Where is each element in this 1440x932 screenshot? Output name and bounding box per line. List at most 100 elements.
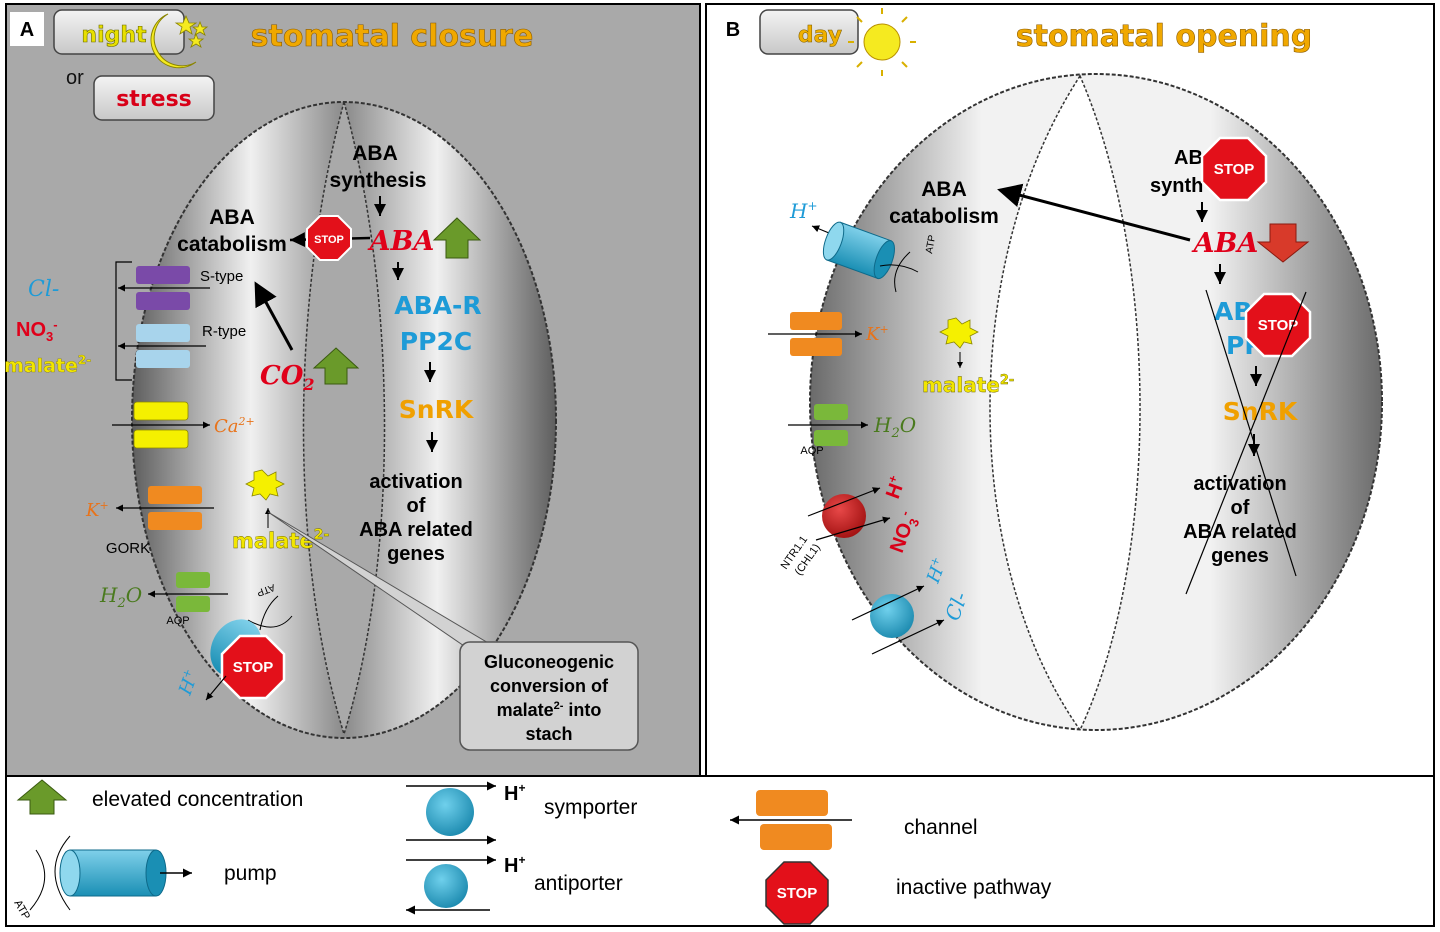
activation-line4-a: genes: [387, 543, 445, 565]
h-label-a: H+: [174, 667, 204, 699]
aba-catabolism-b-line1: ABA: [921, 178, 967, 201]
legend-frame: [5, 775, 1435, 927]
r-type-label: R-type: [202, 323, 246, 340]
h-label-cl: H+: [922, 555, 952, 587]
r-type-channel-bottom: [136, 350, 190, 368]
moon-icon: [150, 13, 197, 69]
callout-line2: conversion of: [490, 676, 609, 696]
malate-label-left: malate2-: [4, 353, 91, 377]
svg-text:STOP: STOP: [777, 885, 818, 902]
stomatal-pore-open: [989, 74, 1141, 732]
legend-up-arrow-icon: [16, 779, 68, 815]
callout-line1: Gluconeogenic: [484, 652, 614, 672]
legend-stop-sign: STOP: [765, 861, 829, 925]
gork-label: GORK: [106, 540, 150, 557]
h2o-label-b: H2O: [873, 413, 916, 441]
activation-line1-b: activation: [1193, 473, 1286, 495]
stop-sign-catabolism: STOP: [306, 215, 352, 261]
activation-line3-a: ABA related: [359, 519, 473, 541]
co2-activation-arrow: [254, 281, 294, 351]
co2-up-arrow-icon: [312, 347, 360, 385]
cl-h-influx-arrow: [851, 585, 925, 621]
h-efflux-arrow-a: [205, 675, 227, 701]
activation-line4-b: genes: [1211, 545, 1269, 567]
callout-line3: malate2- into: [497, 700, 602, 720]
aqp-a-bottom: [176, 596, 210, 612]
legend-antiporter-icon: [406, 855, 496, 915]
aba-synthesis-b-line2: synth: [1150, 175, 1203, 197]
legend-channel-icon: [730, 790, 852, 850]
svg-text:STOP: STOP: [314, 234, 344, 246]
legend-symporter: symporter: [544, 796, 637, 819]
legend-h-sym: H+: [504, 781, 525, 805]
crossout-line-2: [1185, 291, 1307, 595]
stress-label: stress: [116, 87, 192, 112]
s-type-label: S-type: [200, 268, 243, 285]
aba-up-arrow-icon: [432, 217, 482, 259]
cl-label-a: Cl-: [28, 277, 59, 302]
legend-antiporter: antiporter: [534, 872, 623, 895]
co2-label: CO2: [260, 361, 314, 394]
panel-b-letter: B: [726, 19, 740, 41]
svg-text:STOP: STOP: [1214, 161, 1255, 178]
activation-line3-b: ABA related: [1183, 521, 1297, 543]
callout-line4: stach: [525, 724, 572, 744]
h2o-label-a: H2O: [99, 583, 142, 611]
panel-a-letter-box: [10, 12, 44, 46]
malate-burst-icon: [245, 469, 285, 501]
aba-label-a: ABA: [367, 226, 435, 257]
ca-label: Ca2+: [214, 415, 255, 437]
legend-symporter-icon: [406, 781, 496, 845]
atp-curve-b: [879, 251, 919, 293]
ntr-no3-influx-arrow: [815, 516, 891, 541]
legend-channel: channel: [904, 816, 978, 839]
ntr-symporter: [822, 494, 866, 538]
stop-sign-pump: STOP: [220, 634, 286, 700]
legend-pump-icon: [29, 835, 192, 911]
svg-text:STOP: STOP: [233, 659, 274, 676]
legend-h-anti: H+: [504, 853, 525, 877]
h-label-pump-b: H+: [789, 199, 818, 223]
k-label-a: K+: [85, 499, 109, 521]
callout-box: [459, 641, 639, 751]
gork-channel-bottom: [148, 512, 202, 530]
atp-curve-a: [247, 595, 293, 631]
snrk-label-a: SnRK: [399, 395, 475, 424]
malate-label-b: malate2-: [922, 373, 1014, 397]
aqp-b-bottom: [814, 430, 848, 446]
arrow-aba-to-catabolism-b: [997, 183, 1191, 242]
aba-synthesis-line1: ABA: [352, 142, 398, 165]
aba-synthesis-line2: synthesis: [330, 169, 427, 192]
stop-sign-receptor-b: STOP: [1244, 292, 1312, 358]
s-type-channel-bottom: [136, 292, 190, 310]
no3-label-a: NO3-: [16, 317, 58, 344]
svg-text:STOP: STOP: [1258, 317, 1299, 334]
activation-line1-a: activation: [369, 471, 462, 493]
snrk-label-b: SnRK: [1223, 397, 1299, 426]
cl-influx-arrow: [871, 619, 945, 655]
gork-channel-top: [148, 486, 202, 504]
sun-icon: [848, 8, 916, 76]
panel-b-title: stomatal opening: [1016, 19, 1313, 54]
stop-sign-synthesis-b: STOP: [1200, 136, 1268, 202]
panel-a-letter: A: [20, 19, 34, 41]
activation-line2-b: of: [1231, 497, 1250, 519]
aba-catabolism-b-line2: catabolism: [889, 205, 999, 228]
night-label: night: [81, 23, 147, 48]
panel-a-title: stomatal closure: [251, 19, 534, 54]
k-channel-b-top: [790, 312, 842, 330]
crossout-line-1: [1205, 289, 1297, 577]
k-label-b: K+: [865, 323, 889, 345]
or-text: or: [66, 67, 84, 89]
aqp-a-top: [176, 572, 210, 588]
atp-label-b: ATP: [924, 234, 938, 255]
legend-inactive: inactive pathway: [896, 876, 1052, 899]
aba-catabolism-line1: ABA: [209, 206, 255, 229]
day-badge: [759, 9, 859, 55]
aqp-label-b: AQP: [800, 445, 823, 457]
anion-bracket: [115, 261, 132, 381]
aba-label-b: ABA: [1191, 228, 1259, 259]
aqp-b-top: [814, 404, 848, 420]
s-type-channel-top: [136, 266, 190, 284]
